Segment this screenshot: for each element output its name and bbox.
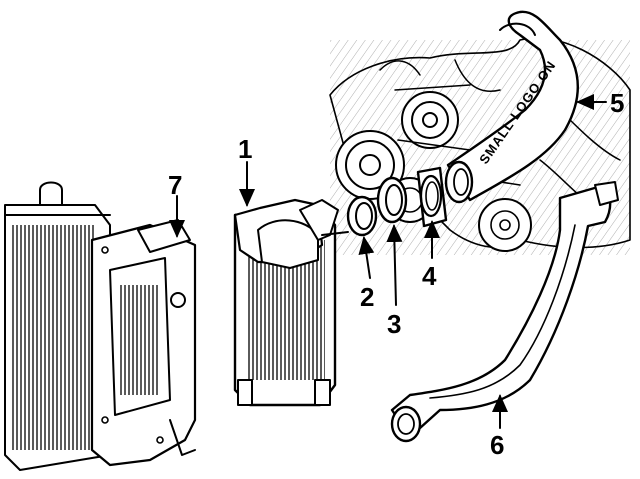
callout-4: 4 xyxy=(422,220,440,291)
callout-2: 2 xyxy=(358,236,374,312)
duct-pipe-part-6 xyxy=(390,181,619,443)
callout-1: 1 xyxy=(238,134,255,207)
bracket-part-7 xyxy=(90,219,197,467)
gasket-part-4 xyxy=(416,166,448,228)
callout-label-6: 6 xyxy=(490,430,504,460)
callout-label-5: 5 xyxy=(610,88,624,118)
callout-5: 5 xyxy=(576,88,624,118)
intercooler-part-1 xyxy=(233,198,349,407)
ring-part-3 xyxy=(376,176,408,224)
seal-part-2 xyxy=(346,195,378,237)
callout-6: 6 xyxy=(490,394,508,460)
callout-label-7: 7 xyxy=(168,170,182,200)
callout-7: 7 xyxy=(168,170,185,238)
callout-3: 3 xyxy=(386,224,403,339)
callout-label-3: 3 xyxy=(387,309,401,339)
callout-label-4: 4 xyxy=(422,261,437,291)
callout-label-1: 1 xyxy=(238,134,252,164)
radiator xyxy=(4,181,111,471)
callout-label-2: 2 xyxy=(360,282,374,312)
